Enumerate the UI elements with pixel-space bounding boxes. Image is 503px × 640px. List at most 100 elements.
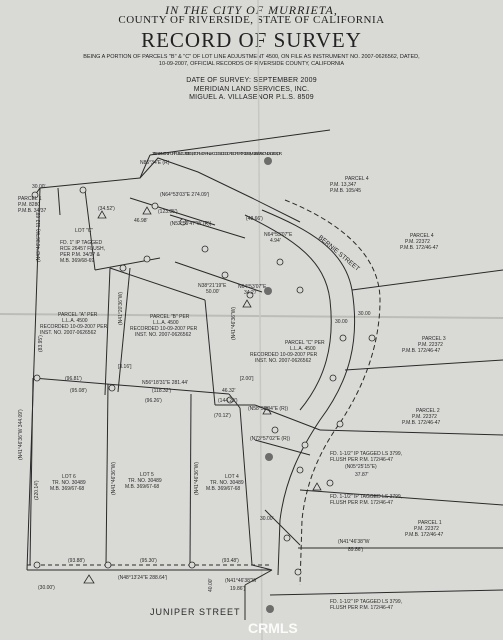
bearing: 30.00 bbox=[358, 311, 371, 317]
monument-note: FD. 1-1/2" IP TAGGED LS 3799, bbox=[330, 451, 402, 457]
lot-c-label: LOT "C" bbox=[75, 228, 93, 234]
bearing: [3.16'] bbox=[118, 364, 132, 370]
bearing: N64°53'07"E bbox=[264, 232, 293, 238]
bearing: N86°34'E (R) bbox=[140, 160, 170, 166]
parcel-ref: P.M.B. 172/46-47 bbox=[402, 420, 440, 426]
lot-ref: TR. NO. 30489 bbox=[210, 480, 244, 486]
bearing: (93.48') bbox=[222, 558, 239, 564]
street-label-bernie: BERNIE STREET bbox=[317, 234, 361, 273]
bearing: (95.30') bbox=[140, 558, 157, 564]
parcel-a-lla: L.L.A. 4500 bbox=[62, 318, 88, 324]
parcel-b-rec: RECORDED 10-09-2007 PER bbox=[130, 326, 198, 332]
delta-markers bbox=[83, 206, 322, 584]
parcel-ref: P.M. 22372 bbox=[412, 414, 437, 420]
bearing: (30.00') bbox=[38, 585, 55, 591]
fold-line bbox=[0, 313, 503, 319]
parcel-ref: P.M. 13,347 bbox=[330, 182, 357, 188]
vertical-bearing: (N41°46'36"W) bbox=[231, 307, 237, 340]
lot-label: LOT 4 bbox=[225, 474, 239, 480]
bearing: (93.88') bbox=[68, 558, 85, 564]
bearing: N56°18'31"E 281.44' bbox=[142, 380, 188, 386]
county-line: COUNTY OF RIVERSIDE, STATE OF CALIFORNIA bbox=[118, 14, 385, 26]
monument-note: M.B. 369/68-69 bbox=[60, 258, 94, 264]
bearing: 37.87' bbox=[355, 472, 369, 478]
bearing: (123.85') bbox=[158, 209, 178, 215]
bearing: (N52°59'47"W (R)) bbox=[170, 221, 212, 227]
parcel-ref: P.M.B. 34/37 bbox=[18, 208, 46, 214]
vertical-bearing: (N41°20'36"W) bbox=[118, 292, 124, 325]
bearing: 30.00' bbox=[32, 184, 46, 190]
bearing: (96.26') bbox=[145, 398, 162, 404]
bearing: (144.29') bbox=[218, 398, 238, 404]
vertical-bearing: (83.95') bbox=[38, 335, 44, 352]
parcel-ref: P.M. 22372 bbox=[405, 239, 430, 245]
parcel-ref: P.M. 8280 bbox=[18, 202, 40, 208]
bearing: N38°21'19"E bbox=[198, 283, 227, 289]
bearing: 34.27' bbox=[244, 290, 258, 296]
parcel-b-lla: L.L.A. 4500 bbox=[153, 320, 179, 326]
parcel-label: PARCEL 4 bbox=[410, 233, 434, 239]
monument-note: FLUSH PER P.M. 172/46-47 bbox=[330, 605, 393, 611]
bearing: 46.32' bbox=[222, 388, 236, 394]
monument-note: RCE 26457 FLUSH, bbox=[60, 246, 105, 252]
parcel-a-rec: RECORDED 10-09-2007 PER bbox=[40, 324, 108, 330]
parcel-b-inst: INST. NO. 2007-0626562 bbox=[135, 332, 191, 338]
parcel-ref: P.M.B. 172/46-47 bbox=[402, 348, 440, 354]
parcel-c-inst: INST. NO. 2007-0626562 bbox=[255, 358, 311, 364]
survey-title: RECORD OF SURVEY bbox=[141, 28, 362, 52]
bearing: (N41°46'38"W bbox=[225, 578, 257, 584]
bearing: (96.81') bbox=[65, 376, 82, 382]
lot-label: LOT 5 bbox=[140, 472, 154, 478]
parcel-ref: P.M.B. 172/46-47 bbox=[405, 532, 443, 538]
parcel-c-rec: RECORDED 10-09-2007 PER bbox=[250, 352, 318, 358]
vertical-bearing: (N41°46'36"W 344.09') bbox=[18, 409, 24, 460]
bearing: (48.66') bbox=[246, 216, 263, 222]
plat-labels: 30' EASEMENT FOR PUBLIC UTILITIES, STORM… bbox=[18, 151, 446, 617]
bearing: (N58°38'34"E (R)) bbox=[248, 406, 288, 412]
survey-points bbox=[31, 186, 376, 576]
survey-description: BEING A PORTION OF PARCELS "B" & "C" OF … bbox=[83, 54, 420, 67]
bearing: 30.00 bbox=[335, 319, 348, 325]
parcel-a-label: PARCEL "A" PER bbox=[58, 312, 98, 318]
parcel-c-lla: L.L.A. 4500 bbox=[290, 346, 316, 352]
monument-note: FLUSH PER P.M. 172/46-47 bbox=[330, 457, 393, 463]
bearing: (N41°46'38"W bbox=[338, 539, 370, 545]
bearing: 30.00' bbox=[260, 516, 274, 522]
bearing: 4.94' bbox=[270, 238, 281, 244]
easement-note-1: 30' EASEMENT FOR PUBLIC UTILITIES, STORM… bbox=[152, 151, 283, 156]
bearing: [2.00'] bbox=[240, 376, 254, 382]
parcel-label: PARCEL 3 bbox=[422, 336, 446, 342]
bearing: 46.98' bbox=[134, 218, 148, 224]
city-line: IN THE CITY OF MURRIETA, bbox=[165, 3, 338, 17]
vertical-bearing: (N41°46'36"W) bbox=[194, 462, 200, 495]
bearing: (70.12') bbox=[214, 413, 231, 419]
lot-ref: M.B. 369/67-68 bbox=[206, 486, 240, 492]
monument-note: PER P.M. 34/37 & bbox=[60, 252, 101, 258]
monument-note: FLUSH PER P.M. 172/46-47 bbox=[330, 500, 393, 506]
monument-note: FD. 1-1/2" IP TAGGED LS 3799, bbox=[330, 494, 402, 500]
bearing: 19.86') bbox=[230, 586, 245, 592]
punch-holes bbox=[264, 157, 274, 613]
bearing: (118.32') bbox=[152, 388, 172, 394]
bearing: N64°53'07"E bbox=[238, 284, 267, 290]
bearing: 40.00' bbox=[208, 578, 214, 592]
monument-note: FD. 1" IP TAGGED bbox=[60, 240, 102, 246]
bearing: (N48°13'24"E 288.64') bbox=[118, 575, 168, 581]
survey-surveyor: MIGUEL A. VILLASENOR P.L.S. 8509 bbox=[189, 94, 314, 101]
bearing: (N64°53'03"E 274.09') bbox=[160, 192, 210, 198]
parcel-ref: P.M.B. 105/45 bbox=[330, 188, 361, 194]
parcel-label: PARCEL 1 bbox=[418, 520, 442, 526]
parcel-c-label: PARCEL "C" PER bbox=[285, 340, 325, 346]
bearing: (34.52') bbox=[98, 206, 115, 212]
parcel-ref: P.M. 22372 bbox=[414, 526, 439, 532]
parcel-label: PARCEL 4 bbox=[345, 176, 369, 182]
parcel-ref: P.M.B. 172/46-47 bbox=[400, 245, 438, 251]
watermark: CRMLS bbox=[248, 620, 298, 636]
lot-ref: TR. NO. 30489 bbox=[52, 480, 86, 486]
lot-ref: M.B. 369/67-68 bbox=[125, 484, 159, 490]
vertical-bearing: (N41°46'36"W) bbox=[111, 462, 117, 495]
fold-line bbox=[257, 0, 263, 640]
bearing: (95.08') bbox=[70, 388, 87, 394]
street-label-juniper: JUNIPER STREET bbox=[150, 607, 241, 617]
